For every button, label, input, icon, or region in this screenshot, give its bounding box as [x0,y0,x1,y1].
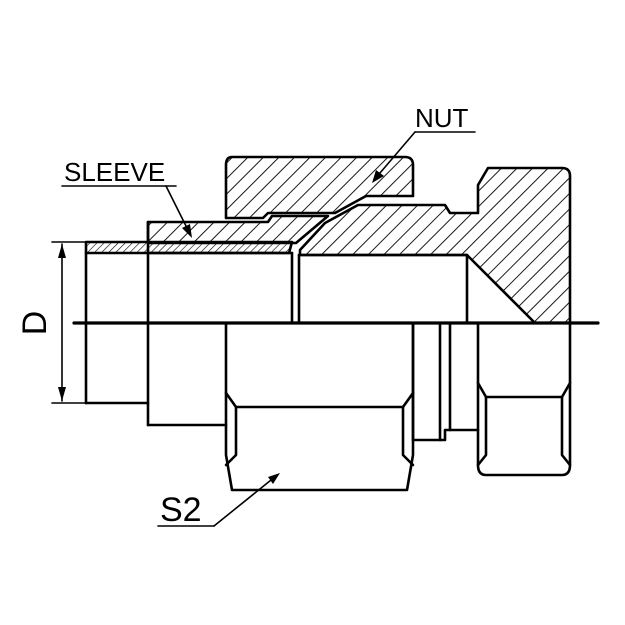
tube-wall-section [84,240,294,255]
label-nut: NUT [415,103,469,133]
label-sleeve: SLEEVE [64,157,165,187]
sleeve-section [146,214,330,245]
body-hex-lower [476,321,572,477]
dim-d-arrow-top [58,244,66,258]
body-neck [411,321,452,442]
nut-section [224,155,415,220]
s2-leader [213,475,277,527]
label-d: D [16,311,54,336]
nut-leader-arrow [372,170,384,183]
dim-d-arrow-bottom [58,387,66,401]
body-hex-chamfer-right [560,381,572,467]
nut-hex-chamfer-right [401,391,415,467]
body-hex-chamfer-left [476,381,488,467]
nut-hex-chamfer-left [224,391,238,467]
body-section [298,166,572,325]
label-s2: S2 [160,491,202,529]
s2-leader-arrow [268,473,280,484]
sleeve-leader-arrow [182,224,192,238]
nut-leader [373,131,416,181]
